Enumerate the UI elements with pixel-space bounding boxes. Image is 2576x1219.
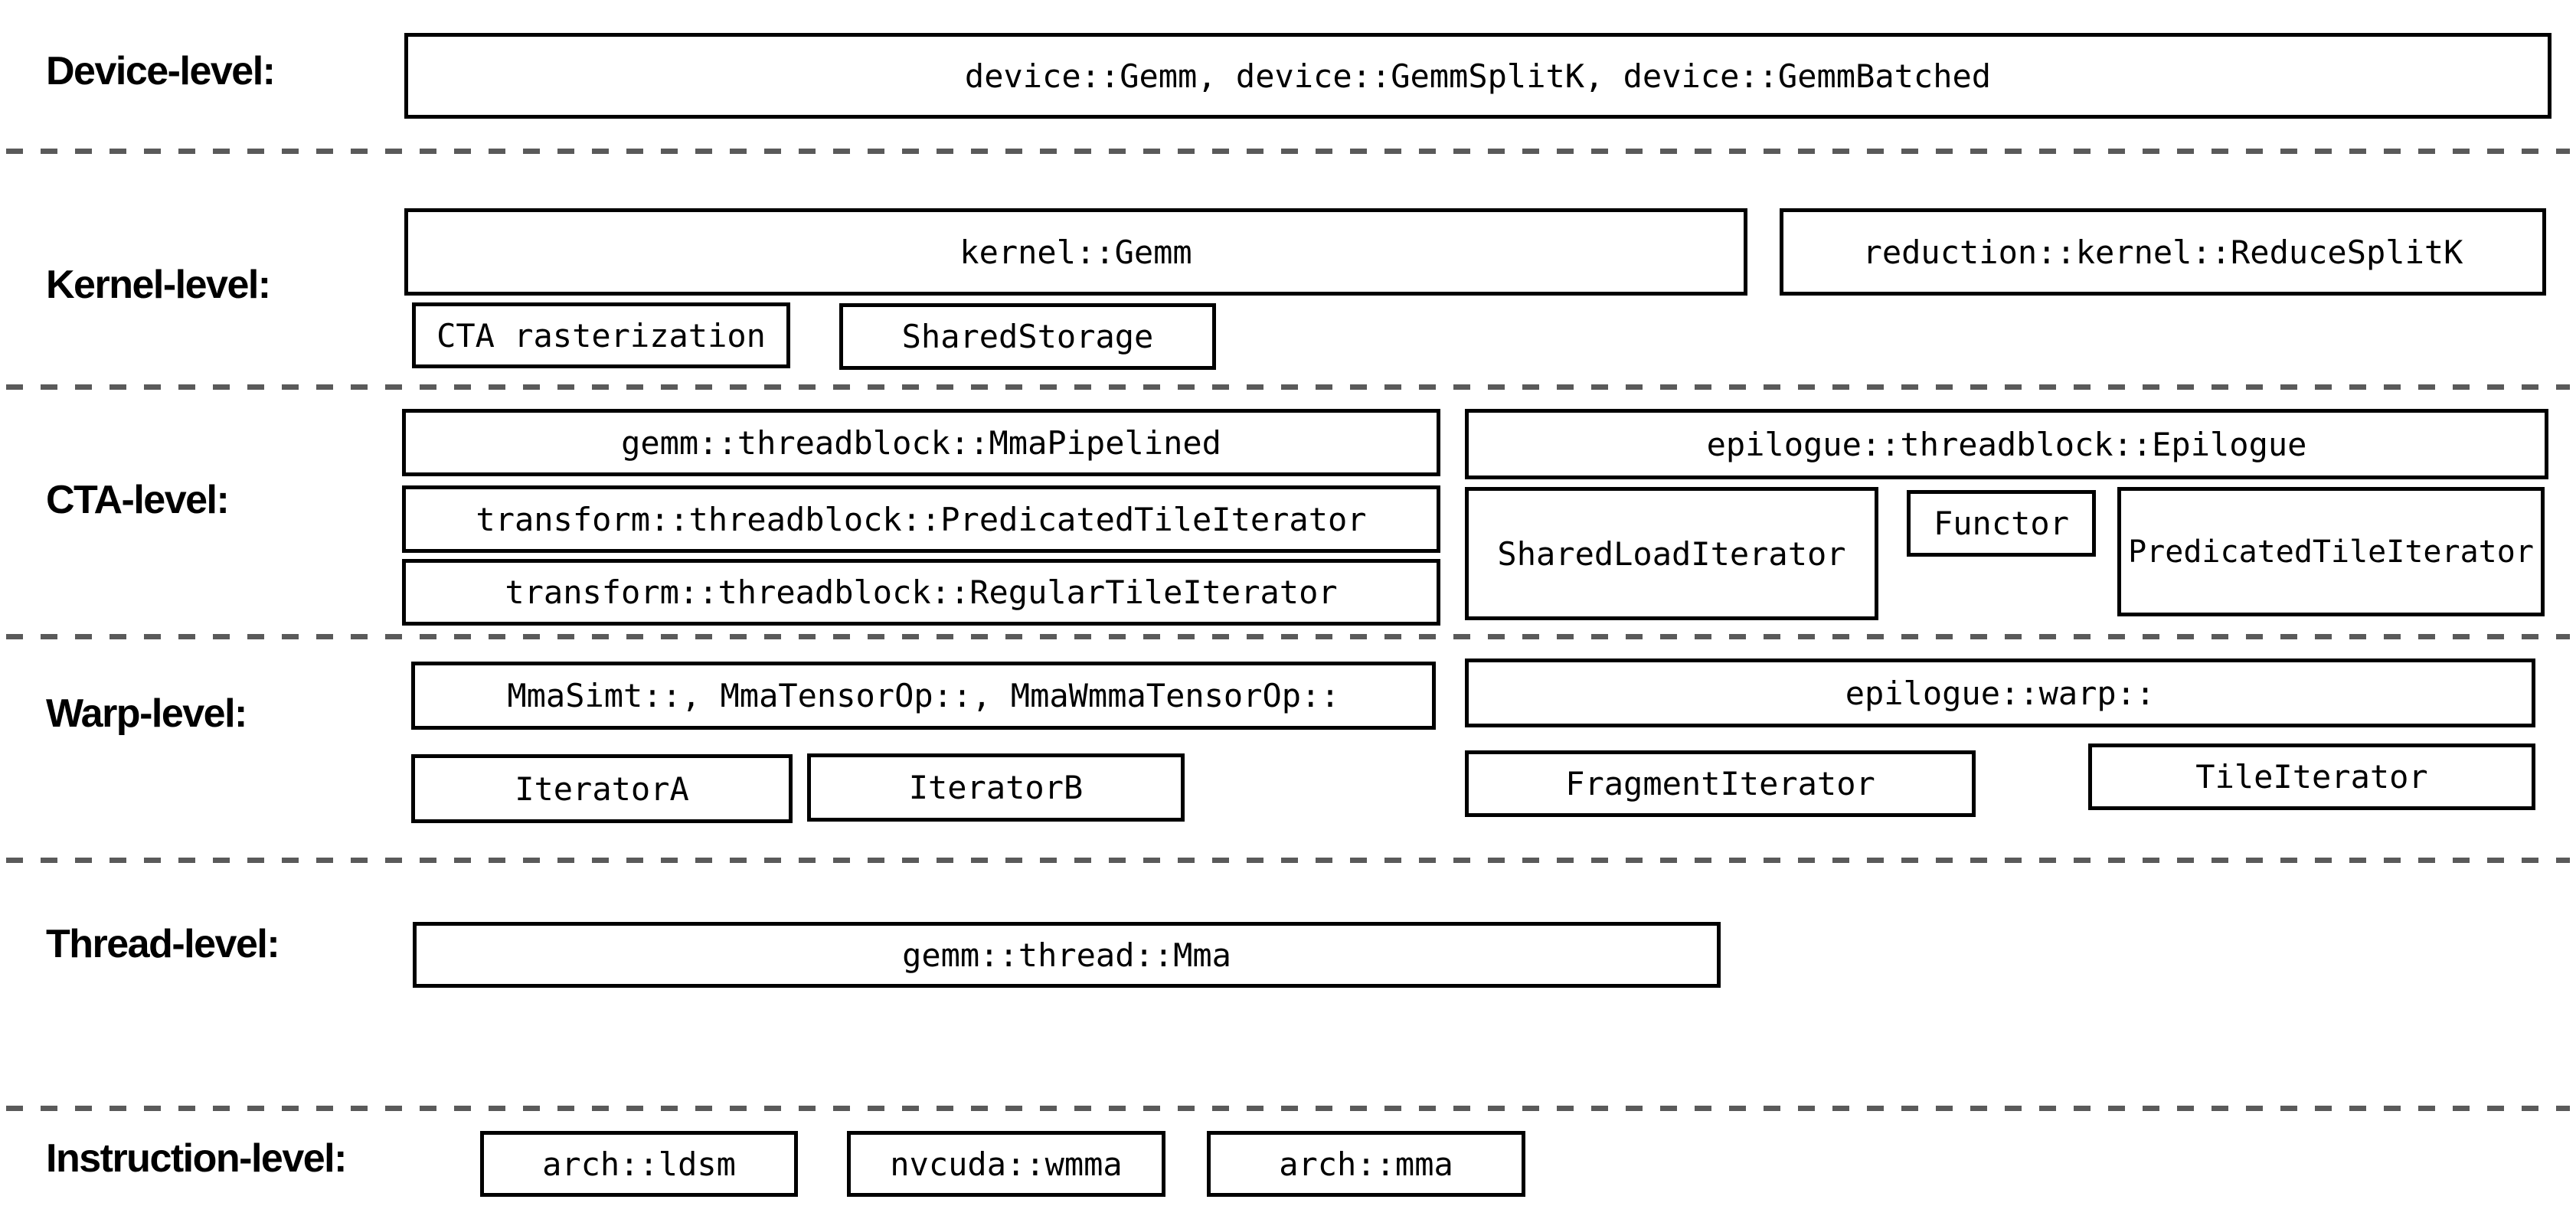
- row-label-device-level: Device-level:: [46, 49, 276, 93]
- box-fragment-iterator: FragmentIterator: [1465, 750, 1976, 817]
- box-tile-iterator: TileIterator: [2088, 743, 2535, 810]
- box-kernel-gemm: kernel::Gemm: [404, 208, 1747, 296]
- box-epilogue-predicated-tile-iterator: PredicatedTileIterator: [2117, 487, 2545, 616]
- box-shared-load-iterator: SharedLoadIterator: [1465, 487, 1878, 620]
- box-iterator-b: IteratorB: [807, 753, 1185, 822]
- box-mma-pipelined: gemm::threadblock::MmaPipelined: [402, 409, 1440, 476]
- separator-kernel-cta: [6, 384, 2570, 390]
- box-cta-rasterization: CTA rasterization: [412, 302, 790, 368]
- row-label-warp-level: Warp-level:: [46, 691, 247, 736]
- box-transform-predicated-tile-iterator: transform::threadblock::PredicatedTileIt…: [402, 485, 1440, 553]
- box-arch-mma: arch::mma: [1207, 1131, 1525, 1197]
- row-label-cta-level: CTA-level:: [46, 478, 230, 522]
- separator-device-kernel: [6, 149, 2570, 154]
- row-label-kernel-level: Kernel-level:: [46, 263, 271, 307]
- box-device-gemm: device::Gemm, device::GemmSplitK, device…: [404, 33, 2551, 119]
- box-iterator-a: IteratorA: [411, 754, 793, 823]
- separator-thread-instruction: [6, 1106, 2570, 1111]
- separator-cta-warp: [6, 634, 2570, 639]
- box-nvcuda-wmma: nvcuda::wmma: [847, 1131, 1165, 1197]
- box-epilogue-threadblock: epilogue::threadblock::Epilogue: [1465, 409, 2548, 479]
- box-shared-storage: SharedStorage: [839, 303, 1216, 370]
- row-label-instruction-level: Instruction-level:: [46, 1136, 347, 1181]
- box-gemm-thread-mma: gemm::thread::Mma: [413, 922, 1721, 988]
- box-warp-mma-variants: MmaSimt::, MmaTensorOp::, MmaWmmaTensorO…: [411, 662, 1436, 730]
- box-reduce-splitk: reduction::kernel::ReduceSplitK: [1780, 208, 2546, 296]
- row-label-thread-level: Thread-level:: [46, 922, 280, 966]
- box-functor: Functor: [1907, 490, 2096, 557]
- separator-warp-thread: [6, 858, 2570, 863]
- box-epilogue-warp: epilogue::warp::: [1465, 659, 2535, 727]
- box-transform-regular-tile-iterator: transform::threadblock::RegularTileItera…: [402, 559, 1440, 626]
- box-arch-ldsm: arch::ldsm: [480, 1131, 798, 1197]
